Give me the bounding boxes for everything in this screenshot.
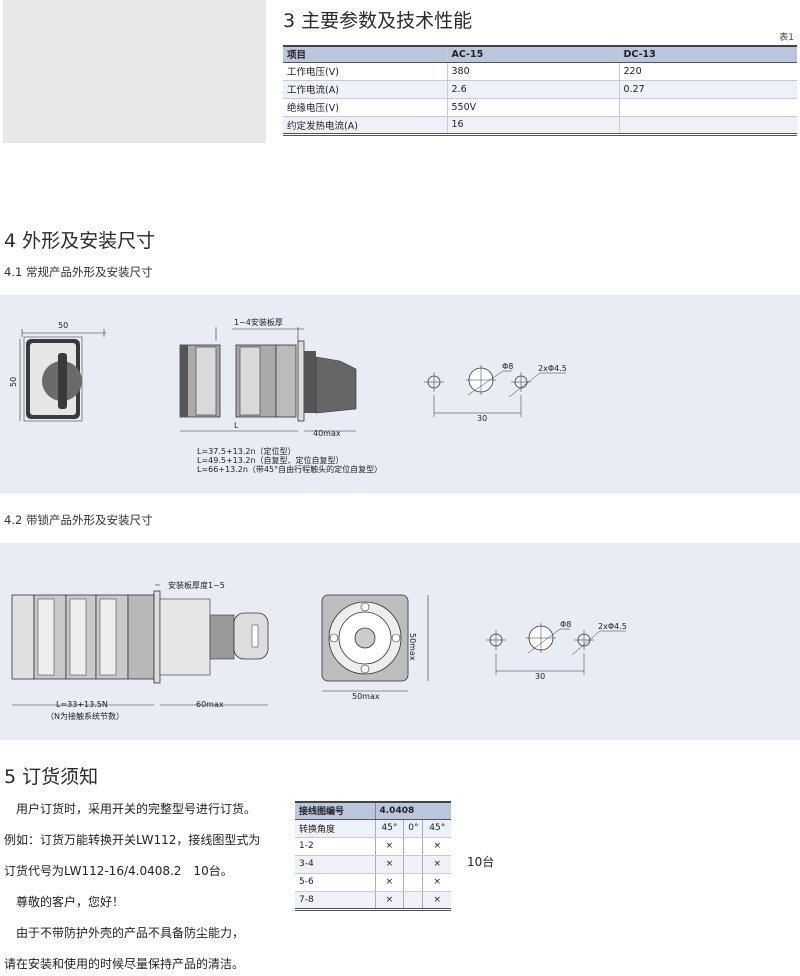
contact-mark: × [422,891,451,911]
contact-mark: × [374,873,404,892]
drawing-panel-lock: 安装板厚度1~5 L=33+13.5N （N为接触系统节数） 60max 50m… [0,543,800,740]
section-5-title: 5 订货须知 [4,766,99,788]
order-paragraph: 订货代号为LW112-16/4.0408.2 10台。 [4,864,233,878]
order-paragraph: 请在安装和使用的时候尽量保持产品的清洁。 [4,957,245,971]
section-4-title: 4 外形及安装尺寸 [4,230,156,252]
contact-mark [403,855,423,874]
lock-side-view: 安装板厚度1~5 L=33+13.5N （N为接触系统节数） 60max [11,580,269,721]
drawing-panel-standard: 50 50 1~4安装板厚 L 40max L=37.5+13.2n（定位型） … [0,295,800,493]
param-name: 约定发热电流(A) [283,116,447,136]
contact-mark: × [374,891,404,911]
order-paragraph: 例如：订货万能转换开关LW112，接线图型式为 [4,833,261,847]
param-name: 工作电压(V) [283,62,447,81]
lock-hole-small-text: 2xΦ4.5 [598,622,627,631]
param-dc: 220 [618,62,797,81]
param-name: 工作电流(A) [283,80,447,99]
dim-width-text: 50 [58,321,68,330]
contact-mark: × [422,855,451,874]
contact-mark: × [422,873,451,892]
angle-value: 45° [374,819,404,838]
header-dc13: DC-13 [618,45,797,63]
angle-label: 转换角度 [295,819,375,838]
dim-height-text: 50 [9,377,18,387]
angle-value: 45° [422,819,451,838]
contact-mark: × [374,837,404,856]
lock-note-text: （N为接触系统节数） [46,711,124,721]
lock-height-text: 50max [408,633,417,661]
wiring-header-row: 接线图编号 4.0408 [295,801,451,820]
side-view: 1~4安装板厚 L 40max L=37.5+13.2n（定位型） L=49.5… [179,317,382,474]
contact-label: 3-4 [295,855,375,874]
contact-label: 7-8 [295,891,375,911]
dim-depth-text: 40max [313,429,341,438]
table-row: 绝缘电压(V) 550V [283,98,797,117]
table-ref: 表1 [779,33,794,43]
order-paragraph: 尊敬的客户，您好！ [16,895,125,909]
param-ac: 2.6 [446,80,619,99]
param-ac: 16 [446,116,619,136]
parameters-table: 项目 AC-15 DC-13 工作电压(V) 380 220 工作电流(A) 2… [283,45,797,136]
formula-3: L=66+13.2n（带45°自由行程触头的定位自复型） [197,464,382,474]
dim-L-text: L [234,421,239,430]
contact-label: 1-2 [295,837,375,856]
table-row: 工作电压(V) 380 220 [283,62,797,81]
formula-2: L=49.5+13.2n（自复型、定位自复型） [197,455,344,465]
table-row: 5-6 × × [295,873,451,892]
drawing-standard: 50 50 1~4安装板厚 L 40max L=37.5+13.2n（定位型） … [9,317,567,474]
contact-mark: × [422,837,451,856]
wiring-header-label: 接线图编号 [295,801,375,820]
hole-main-text: Φ8 [502,362,513,371]
order-paragraph: 由于不带防护外壳的产品不具备防尘能力， [16,926,245,940]
wiring-header-value: 4.0408 [374,801,451,820]
parameters-header-row: 项目 AC-15 DC-13 [283,45,797,63]
drawing-lock: 安装板厚度1~5 L=33+13.5N （N为接触系统节数） 60max 50m… [11,580,627,721]
table-row: 约定发热电流(A) 16 [283,116,797,136]
header-item: 项目 [283,45,447,63]
param-ac: 550V [446,98,619,117]
lock-hole-pattern: Φ8 2xΦ4.5 30 [486,620,627,681]
order-quantity: 10台 [467,855,495,869]
wiring-angle-row: 转换角度 45° 0° 45° [295,819,451,838]
order-notes: 用户订货时，采用开关的完整型号进行订货。 例如：订货万能转换开关LW112，接线… [4,794,284,976]
contact-mark [403,873,423,892]
front-view: 50 50 [9,321,106,422]
contact-mark: × [374,855,404,874]
product-photo-placeholder [3,0,266,143]
hole-spacing-text: 30 [477,414,487,423]
section-4-1-title: 4.1 常规产品外形及安装尺寸 [4,265,153,279]
section-3-title: 3 主要参数及技术性能 [283,10,473,32]
table-row: 工作电流(A) 2.6 0.27 [283,80,797,99]
angle-value: 0° [403,819,423,838]
lock-hole-main-text: Φ8 [560,620,571,629]
param-ac: 380 [446,62,619,81]
lock-panel-text: 安装板厚度1~5 [168,580,225,590]
param-dc [618,116,797,136]
hole-small-text: 2xΦ4.5 [538,364,567,373]
param-name: 绝缘电压(V) [283,98,447,117]
lock-L-text: L=33+13.5N [56,700,108,709]
dim-panel-text: 1~4安装板厚 [234,317,283,327]
lock-front-view: 50max 50max [321,594,429,701]
order-paragraph: 用户订货时，采用开关的完整型号进行订货。 [16,802,257,816]
contact-label: 5-6 [295,873,375,892]
table-row: 7-8 × × [295,891,451,911]
lock-hole-spacing-text: 30 [535,672,545,681]
header-ac15: AC-15 [446,45,619,63]
contact-mark [403,891,423,911]
table-row: 1-2 × × [295,837,451,856]
lock-depth-text: 60max [196,700,224,709]
param-dc: 0.27 [618,80,797,99]
wiring-table: 接线图编号 4.0408 转换角度 45° 0° 45° 1-2 × × 3-4… [295,801,451,911]
param-dc [618,98,797,117]
formula-1: L=37.5+13.2n（定位型） [197,446,296,456]
section-4-2-title: 4.2 带锁产品外形及安装尺寸 [4,513,153,527]
table-row: 3-4 × × [295,855,451,874]
contact-mark [403,837,423,856]
hole-pattern: Φ8 2xΦ4.5 30 [424,362,567,423]
lock-width-text: 50max [352,692,380,701]
